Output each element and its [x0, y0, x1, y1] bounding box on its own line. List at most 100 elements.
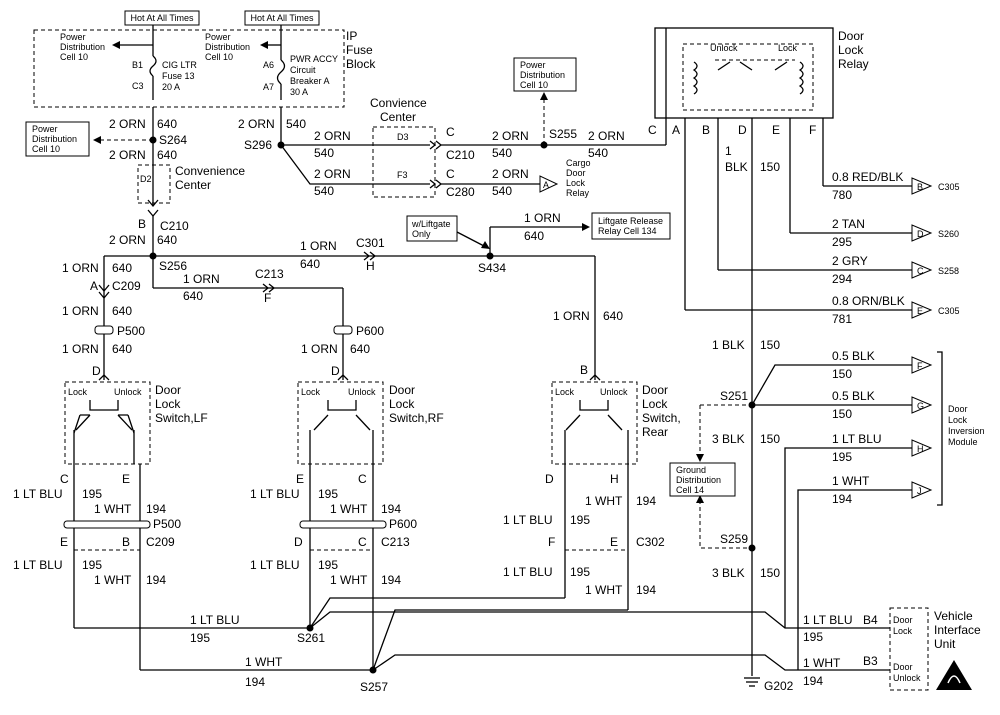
- p500-connector: [94, 325, 114, 335]
- wire-label: 0.8 ORN/BLK: [832, 294, 905, 308]
- wire-label: 1 WHT: [585, 583, 623, 597]
- s255-label: S255: [549, 127, 577, 141]
- viu-l3: Unit: [934, 637, 956, 651]
- inversion-module-l4: Module: [948, 437, 978, 447]
- wire-label: 1 LT BLU: [190, 613, 240, 627]
- wire-label: 194: [636, 494, 656, 508]
- wire-label: 540: [492, 184, 512, 198]
- wliftgate-l2: Only: [412, 229, 431, 239]
- wire-label: 1 ORN: [301, 342, 338, 356]
- c305-label-2: C305: [938, 306, 960, 316]
- wire-label: 1 LT BLU: [803, 613, 853, 627]
- ground-cell-l1: Ground: [676, 465, 706, 475]
- wire-label: 2 GRY: [832, 254, 868, 268]
- relay-pin-b: B: [702, 123, 710, 137]
- relay-pin-e: E: [772, 123, 780, 137]
- cargo-relay-connector: [539, 175, 559, 193]
- pin-e: E: [917, 306, 923, 316]
- esd-warning-icon: [936, 660, 972, 690]
- unlock-label: Unlock: [348, 387, 376, 397]
- wire-label: 150: [760, 160, 780, 174]
- wire-label: 540: [286, 117, 306, 131]
- pd-cell-a-l3: Cell 10: [60, 52, 88, 62]
- wire-label: 3 BLK: [712, 432, 745, 446]
- wliftgate-l1: w/Liftgate: [411, 219, 451, 229]
- pin-h: H: [917, 444, 924, 454]
- wire-label: 195: [318, 487, 338, 501]
- pwr-accy-l4: 30 A: [290, 87, 308, 97]
- convenience-center-d2: [137, 164, 171, 204]
- pin-e: E: [60, 535, 68, 549]
- liftgate-relay-l1: Liftgate Release: [598, 216, 663, 226]
- door-lock-switch-rf: [297, 381, 384, 465]
- wliftgate-box: [406, 215, 458, 242]
- pin-c: C: [917, 266, 924, 276]
- wire-label: 150: [760, 432, 780, 446]
- pin-b1: B1: [132, 60, 143, 70]
- c213-label: C213: [255, 267, 284, 281]
- fuse-label: Fuse: [346, 43, 373, 57]
- ground-cell-l3: Cell 14: [676, 485, 704, 495]
- rear-switch-l1: Door: [642, 383, 668, 397]
- ground-cell-box: [669, 462, 736, 497]
- ground-cell-l2: Distribution: [676, 475, 721, 485]
- wire-label: 150: [832, 367, 852, 381]
- viu-lock-l1: Door: [893, 615, 913, 625]
- pd-cell-c-box: [25, 121, 90, 157]
- lock-label: Lock: [68, 387, 88, 397]
- wire-label: 1 LT BLU: [503, 565, 553, 579]
- cig-fuse-l1: CIG LTR: [162, 60, 197, 70]
- wire-label: 2 ORN: [109, 233, 146, 247]
- pd-cell-c-l3: Cell 10: [32, 144, 60, 154]
- viu-unlock-l2: Unlock: [893, 673, 921, 683]
- wire-label: 2 TAN: [832, 217, 865, 231]
- rf-switch-l3: Switch,RF: [389, 411, 444, 425]
- wire-label: 2 ORN: [588, 129, 625, 143]
- wire-label: 1 WHT: [330, 502, 368, 516]
- liftgate-relay-box: [591, 212, 671, 240]
- wire-label: 1 ORN: [300, 239, 337, 253]
- cargo-relay-l2: Door: [566, 168, 586, 178]
- cargo-relay-l4: Relay: [566, 188, 590, 198]
- s260-label: S260: [938, 229, 959, 239]
- cargo-relay-l3: Lock: [566, 178, 586, 188]
- hot-label-1: Hot At All Times: [130, 13, 194, 23]
- splice-s261: [306, 624, 314, 632]
- rear-switch-l2: Lock: [642, 397, 668, 411]
- block-label: Block: [346, 57, 376, 71]
- pin-b: B: [122, 535, 130, 549]
- hot-label-2-box: [244, 10, 320, 26]
- s296-label: S296: [244, 138, 272, 152]
- p500-label: P500: [117, 324, 145, 338]
- wire-label: 1 WHT: [330, 573, 368, 587]
- c213-lower-label: C213: [381, 535, 410, 549]
- wire-label: BLK: [725, 160, 748, 174]
- wire-label: 640: [157, 148, 177, 162]
- wire-label: 195: [82, 558, 102, 572]
- wire-label: 194: [245, 675, 265, 689]
- pin-j: J: [917, 486, 922, 496]
- wire-label: 1 ORN: [553, 309, 590, 323]
- rear-switch-l3: Switch,: [642, 411, 681, 425]
- wire-label: 1 ORN: [62, 304, 99, 318]
- pd-cell-d-l3: Cell 10: [520, 80, 548, 90]
- p500-lower-connector: [63, 520, 151, 529]
- wire-label: 1 BLK: [712, 338, 745, 352]
- pin-c: C: [358, 472, 367, 486]
- pin-a: A: [543, 180, 549, 190]
- inversion-module-l2: Lock: [948, 415, 968, 425]
- pd-cell-b-l1: Power: [205, 32, 231, 42]
- pd-cell-b-l3: Cell 10: [205, 52, 233, 62]
- relay-pin-f: F: [809, 123, 816, 137]
- wire-label: 640: [183, 289, 203, 303]
- wire-label: 195: [832, 450, 852, 464]
- wire-label: 1 LT BLU: [13, 558, 63, 572]
- wire-label: 3 BLK: [712, 566, 745, 580]
- wire-label: 1 WHT: [803, 656, 841, 670]
- hot-label-1-box: [124, 10, 200, 26]
- wire-label: 2 ORN: [492, 167, 529, 181]
- wire-label: 540: [588, 146, 608, 160]
- pin-e: E: [296, 472, 304, 486]
- wire-label: 640: [524, 229, 544, 243]
